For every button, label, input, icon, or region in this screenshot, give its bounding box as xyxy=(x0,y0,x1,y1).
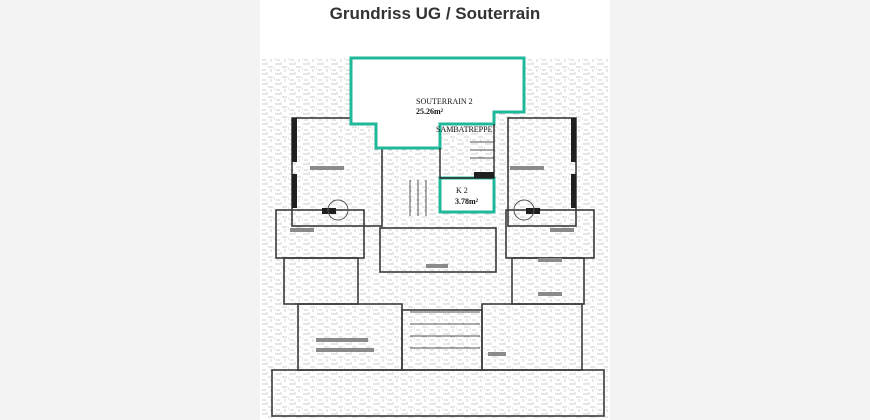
stair-area xyxy=(439,124,495,179)
plan-details xyxy=(327,141,535,349)
souterrain-2-label: SOUTERRAIN 2 xyxy=(416,97,473,106)
plan-faint-labels xyxy=(290,166,574,356)
stair-dark-block xyxy=(474,172,494,178)
stair-label: SAMBATREPPE xyxy=(436,125,493,134)
souterrain-2-area: 25.26m² xyxy=(416,107,444,116)
k2-highlight xyxy=(438,176,496,214)
k2-area: 3.78m² xyxy=(455,197,479,206)
page-title: Grundriss UG / Souterrain xyxy=(329,4,541,23)
souterrain-2-highlight xyxy=(349,56,526,150)
floor-plan: SOUTERRAIN 2 25.26m² SAMBATREPPE K 2 3.7… xyxy=(262,56,608,418)
left-margin xyxy=(0,0,260,420)
plan-heavy-walls xyxy=(292,118,576,214)
k2-label: K 2 xyxy=(456,186,468,195)
right-margin xyxy=(610,0,870,420)
